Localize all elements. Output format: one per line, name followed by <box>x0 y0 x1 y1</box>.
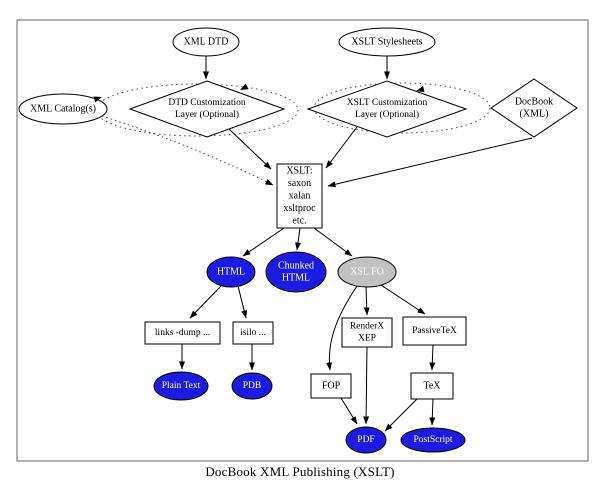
xslt-processor-label: xalan <box>289 191 311 202</box>
xslt-processor-label: xsltproc <box>283 203 316 214</box>
edge-xslt-processor-to-html <box>242 227 285 257</box>
edge-xsl-fo-to-fop <box>326 285 358 371</box>
diagram-caption: DocBook XML Publishing (XSLT) <box>205 464 395 479</box>
xslt-stylesheets-label: XSLT Stylesheets <box>351 37 423 48</box>
dotted-loop-arrow-dtd <box>240 83 249 90</box>
edge-fop-to-pdf <box>340 397 358 425</box>
passivetex-shape <box>402 316 467 346</box>
edge-passivetex-to-tex <box>429 344 436 371</box>
dtd-customization-label: Layer (Optional) <box>175 109 239 120</box>
edge-html-to-isilo <box>237 285 248 319</box>
node-docbook-xml: DocBook (XML) <box>490 78 578 138</box>
pdb-label: PDB <box>243 381 261 391</box>
dtd-customization-label: DTD Customization <box>168 98 246 108</box>
edge-html-to-links-dump <box>189 284 223 319</box>
node-xml-catalogs: XML Catalog(s) <box>18 93 108 125</box>
edge-tex-to-pdf <box>384 398 418 432</box>
xml-catalogs-label: XML Catalog(s) <box>30 104 96 115</box>
diagram-frame <box>16 19 589 462</box>
node-pdf: PDF <box>345 426 387 454</box>
xslt-processor-label: XSLT: <box>286 166 312 177</box>
tex-label: TeX <box>423 381 441 392</box>
xslt-customization-label: XSLT Customization <box>347 98 428 108</box>
postscript-shape <box>400 427 466 453</box>
plain-text-shape <box>153 371 209 401</box>
pdf-label: PDF <box>357 435 374 445</box>
node-xslt-stylesheets: XSLT Stylesheets <box>338 27 436 57</box>
tex-shape <box>410 372 454 400</box>
edge-dtd-customization-to-xslt-processor <box>228 128 272 170</box>
node-postscript: PostScript <box>400 427 466 453</box>
edge-xslt-customization-to-xslt-processor <box>325 126 358 169</box>
node-xsl-fo: XSL FO <box>337 256 397 288</box>
edge-docbook-xml-to-xslt-processor <box>327 137 533 188</box>
links-dump-label: links -dump ... <box>155 328 210 338</box>
xslt-customization-label: Layer (Optional) <box>355 109 419 120</box>
edge-xsl-fo-to-renderx-xep <box>363 286 370 316</box>
node-links-dump: links -dump ... <box>144 321 221 345</box>
xsl-fo-label: XSL FO <box>350 267 384 278</box>
dotted-loop-arrow-catalog <box>93 96 102 103</box>
docbook-xml-label: (XML) <box>520 109 549 120</box>
html-shape <box>206 256 256 288</box>
postscript-label: PostScript <box>413 435 452 445</box>
isilo-shape <box>232 321 274 345</box>
fop-shape <box>310 373 352 399</box>
isilo-label: isilo ... <box>240 328 266 338</box>
renderx-xep-label: RenderX <box>350 322 384 332</box>
edge-xslt-processor-to-chunked-html <box>295 227 301 251</box>
xml-dtd-label: XML DTD <box>184 37 229 48</box>
xslt-processor-label: saxon <box>288 178 311 189</box>
renderx-xep-shape <box>341 317 393 348</box>
xslt-processor-label: etc. <box>292 215 306 226</box>
docbook-xml-shape <box>490 78 578 138</box>
node-xml-dtd: XML DTD <box>172 27 240 57</box>
chunked-html-label: HTML <box>282 273 310 284</box>
dotted-loop-arrow-xslt <box>416 86 425 93</box>
edge-xslt-processor-to-xsl-fo <box>313 227 353 257</box>
docbook-xml-label: DocBook <box>515 96 553 107</box>
fop-label: FOP <box>322 381 341 392</box>
node-isilo: isilo ... <box>232 321 274 345</box>
node-pdb: PDB <box>231 372 273 400</box>
pdb-shape <box>231 372 273 400</box>
pdf-shape <box>345 426 387 454</box>
node-html: HTML <box>206 256 256 288</box>
xml-catalogs-shape <box>18 93 108 125</box>
dtd-customization-shape <box>128 80 286 138</box>
chunked-html-shape <box>265 251 327 293</box>
dotted-loop-catalog-loop-dtd <box>95 83 299 137</box>
edge-xsl-fo-to-passivetex <box>380 284 426 315</box>
xsl-fo-shape <box>337 256 397 288</box>
edge-tex-to-postscript <box>429 398 436 426</box>
chunked-html-label: Chunked <box>278 260 314 271</box>
edge-renderx-xep-to-pdf <box>363 346 370 425</box>
xslt-customization-shape <box>306 80 468 138</box>
passivetex-label: PassiveTeX <box>412 326 457 336</box>
node-tex: TeX <box>410 372 454 400</box>
node-plain-text: Plain Text <box>153 371 209 401</box>
node-fop: FOP <box>310 373 352 399</box>
node-passivetex: PassiveTeX <box>402 316 467 346</box>
html-label: HTML <box>217 267 245 278</box>
renderx-xep-label: XEP <box>358 333 376 343</box>
plain-text-label: Plain Text <box>162 381 201 391</box>
edge-xml-catalogs-to-xslt-processor-dotted <box>101 115 274 186</box>
